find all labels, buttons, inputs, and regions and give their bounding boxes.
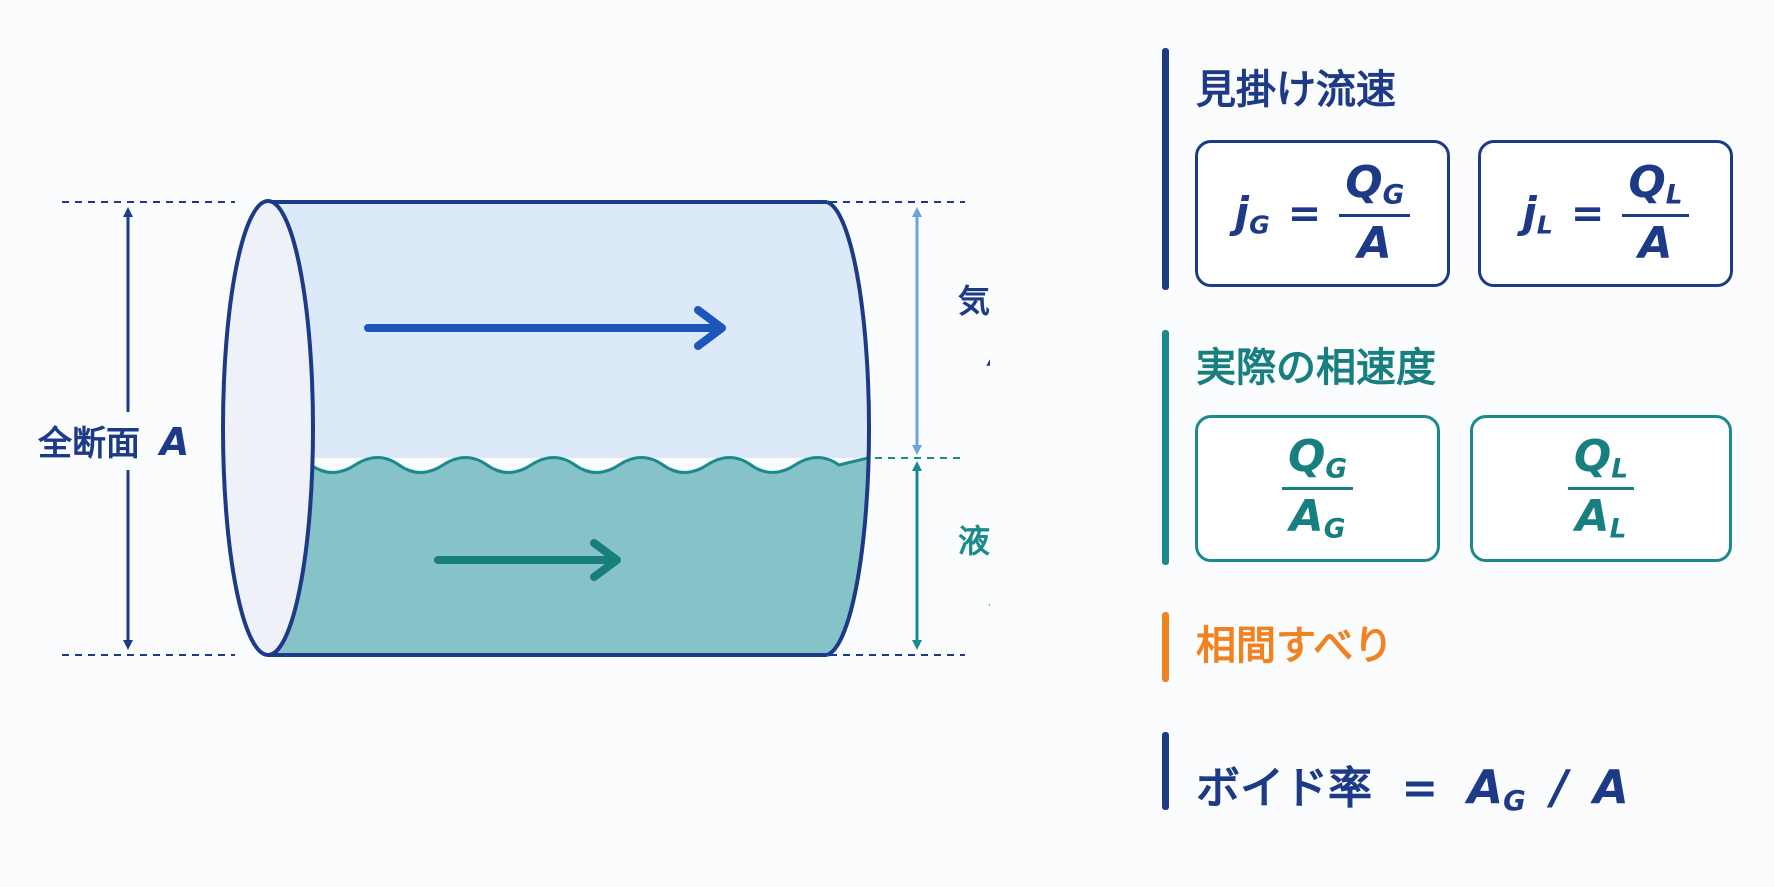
liquid-area-symbol: AL xyxy=(988,570,990,621)
void-fraction-formula: ボイド率 = AG / A xyxy=(1196,760,1629,817)
slip-bar xyxy=(1162,612,1169,682)
pipe-diagram: 全断面 A 気相面積 AG 液相面積 AL xyxy=(37,199,990,657)
total-area-label: 全断面 A xyxy=(37,420,189,464)
liquid-actual-velocity-box: QL AL xyxy=(1470,415,1732,562)
liquid-actual-velocity-formula: QL AL xyxy=(1567,433,1635,544)
actual-velocity-title: 実際の相速度 xyxy=(1196,345,1436,391)
liquid-superficial-velocity-box: jL = QL A xyxy=(1478,140,1733,287)
actual-velocity-bar xyxy=(1162,330,1169,565)
void-fraction-bar xyxy=(1162,732,1169,810)
superficial-velocity-bar xyxy=(1162,48,1169,290)
gas-actual-velocity-formula: QG AG xyxy=(1281,433,1354,544)
interface-wave xyxy=(266,456,869,474)
slip-title: 相間すべり xyxy=(1196,623,1394,669)
pipe-cross-section xyxy=(221,199,315,657)
pipe-right-end xyxy=(826,200,871,657)
gas-superficial-velocity-box: jG = QG A xyxy=(1195,140,1450,287)
gas-actual-velocity-box: QG AG xyxy=(1195,415,1440,562)
liquid-area-label: 液相面積 xyxy=(958,522,990,560)
gas-superficial-velocity-formula: jG = QG A xyxy=(1235,160,1411,267)
void-fraction-label: ボイド率 xyxy=(1196,763,1372,814)
gas-area-label: 気相面積 xyxy=(958,282,990,320)
dashed-guides xyxy=(62,201,965,656)
superficial-velocity-title: 見掛け流速 xyxy=(1196,67,1396,113)
gas-area-symbol: AG xyxy=(986,330,990,381)
liquid-superficial-velocity-formula: jL = QL A xyxy=(1522,160,1689,267)
